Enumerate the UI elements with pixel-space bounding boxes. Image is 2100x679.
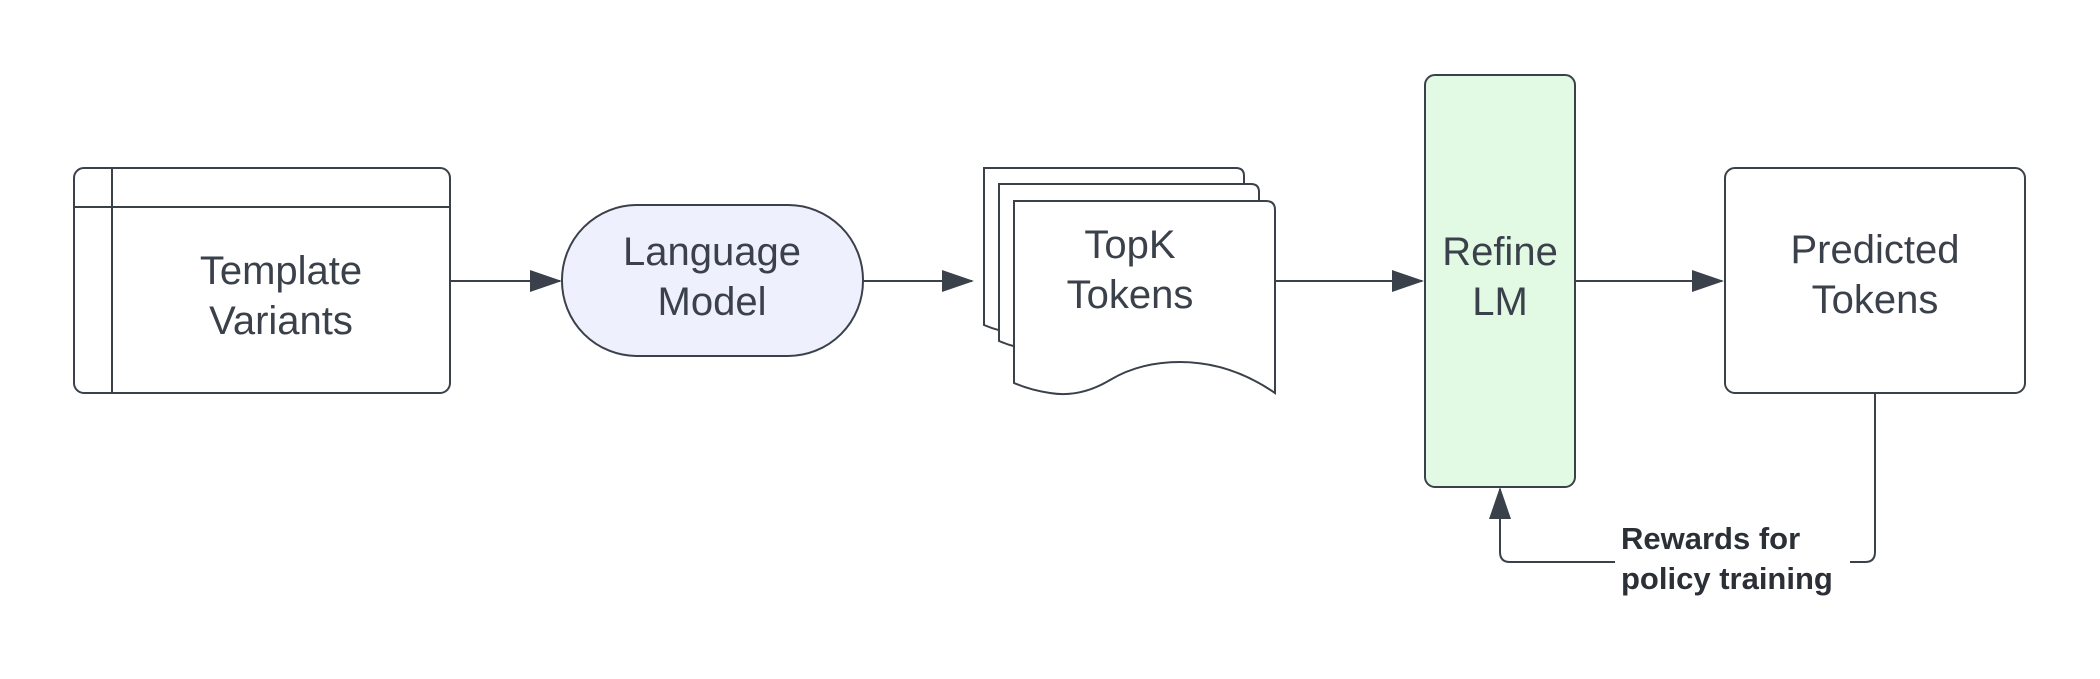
template-variants-node: Template Variants: [73, 167, 451, 394]
feedback-label-line2: policy training: [1621, 561, 1833, 596]
language-model-label-line2: Model: [658, 280, 767, 324]
predicted-tokens-label-line1: Predicted: [1791, 228, 1960, 272]
predicted-tokens-label-line2: Tokens: [1812, 278, 1939, 322]
feedback-label-background: [1615, 516, 1850, 598]
refine-lm-label-line2: LM: [1472, 280, 1528, 324]
language-model-label-line1: Language: [623, 230, 801, 274]
predicted-tokens-node: Predicted Tokens: [1724, 167, 2026, 394]
template-variants-label-line1: Template: [200, 249, 362, 293]
topk-tokens-label-line2: Tokens: [1067, 273, 1194, 317]
feedback-label-line1: Rewards for: [1621, 521, 1800, 556]
template-variants-label-line2: Variants: [209, 299, 353, 343]
topk-tokens-label-line1: TopK: [1084, 223, 1175, 267]
refine-lm-node: Refine LM: [1424, 74, 1576, 488]
refine-lm-label-line1: Refine: [1442, 230, 1558, 274]
language-model-node: Language Model: [561, 204, 864, 357]
topk-tokens-node: TopK Tokens: [983, 167, 1276, 396]
